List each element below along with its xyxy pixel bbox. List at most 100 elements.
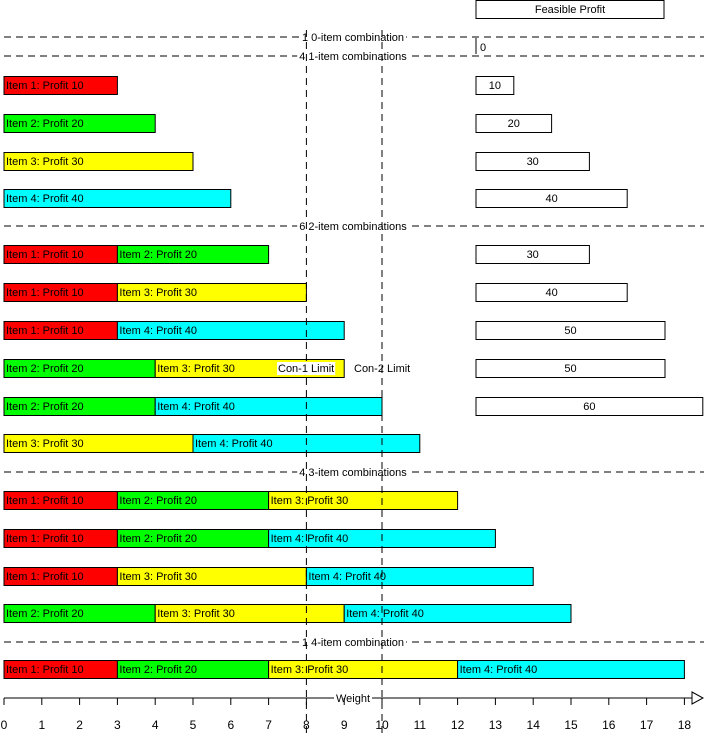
- bar-segment-item4: [457, 660, 685, 679]
- weight-axis-tick-label: 12: [451, 718, 465, 732]
- section-label-background: [299, 636, 407, 648]
- constraint-limits: Con-1 Limit Con-2 Limit: [277, 30, 410, 735]
- weight-axis-tick-label: 2: [76, 718, 83, 732]
- bar-segment-item1: [3, 76, 118, 95]
- weight-axis-tick-label: 1: [38, 718, 45, 732]
- bar-segment-label: Item 2: Profit 20: [6, 401, 84, 413]
- weight-axis-arrowhead: [691, 691, 704, 705]
- weight-axis-label-background: [333, 692, 373, 704]
- feasible-profit-value: 10: [489, 80, 501, 92]
- bar-segment-label: Item 2: Profit 20: [6, 118, 84, 130]
- feasible-profit-box: [475, 76, 515, 95]
- bar-segment-label: Item 2: Profit 20: [119, 495, 197, 507]
- bar-segment-label: Item 3: Profit 30: [157, 363, 235, 375]
- weight-axis-tick-label: 11: [414, 718, 427, 732]
- bar-segment-item4: [3, 189, 232, 208]
- feasible-profit-box: [475, 359, 666, 378]
- weight-axis-tick-label: 17: [640, 718, 654, 732]
- section-label-background: [299, 31, 407, 43]
- bar-segment-label: Item 4: Profit 40: [460, 664, 538, 676]
- feasible-profit-value: 50: [564, 325, 576, 337]
- bar-segment-label: Item 4: Profit 40: [346, 608, 424, 620]
- feasible-profit-value: 40: [545, 193, 557, 205]
- weight-axis-tick-label: 4: [152, 718, 159, 732]
- bar-segment-label: Item 4: Profit 40: [6, 193, 84, 205]
- bar-segment-label: Item 4: Profit 40: [308, 571, 386, 583]
- bar-segment-label: Item 2: Profit 20: [6, 363, 84, 375]
- bar-segment-label: Item 4: Profit 40: [271, 533, 349, 545]
- feasible-profit-box: [475, 321, 666, 340]
- bar-segment-label: Item 3: Profit 30: [119, 571, 197, 583]
- feasible-profit-value: 0: [480, 42, 486, 54]
- weight-axis-tick-label: 15: [564, 718, 578, 732]
- bar-segment-item3: [116, 283, 307, 302]
- section-label-background: [297, 466, 409, 478]
- feasible-profit-header-box: [475, 0, 665, 19]
- weight-axis-tick-label: 8: [303, 718, 310, 732]
- section-label: 4 3-item combinations: [299, 467, 407, 479]
- feasible-profit-header: Feasible Profit: [535, 4, 605, 16]
- bar-segment-label: Item 1: Profit 10: [6, 287, 84, 299]
- bar-segment-item4: [116, 321, 345, 340]
- bar-segment-label: Item 1: Profit 10: [6, 80, 84, 92]
- feasible-profit-value: 60: [583, 401, 595, 413]
- bar-segment-label: Item 2: Profit 20: [6, 608, 84, 620]
- weight-axis-tick-label: 7: [265, 718, 272, 732]
- bar-segment-label: Item 3: Profit 30: [271, 664, 349, 676]
- constraint-limit-label-background: [277, 362, 336, 375]
- weight-axis-tick-label: 14: [527, 718, 541, 732]
- weight-axis-tick-label: 5: [190, 718, 197, 732]
- feasible-profit-value: 20: [508, 118, 520, 130]
- weight-axis-tick-label: 10: [375, 718, 389, 732]
- bar-segment-label: Item 3: Profit 30: [6, 438, 84, 450]
- bar-segment-label: Item 3: Profit 30: [157, 608, 235, 620]
- weight-axis-tick-label: 6: [227, 718, 234, 732]
- weight-axis-tick-label: 18: [678, 718, 692, 732]
- bar-segment-label: Item 1: Profit 10: [6, 495, 84, 507]
- feasible-profit-box: [475, 114, 553, 133]
- feasible-profit-box: [475, 245, 590, 264]
- feasible-profit-value: 50: [564, 363, 576, 375]
- constraint-limit-label: Con-2 Limit: [354, 363, 410, 375]
- weight-axis-tick-label: 9: [341, 718, 348, 732]
- section-label: 1 4-item combination: [302, 637, 404, 649]
- bar-segment-label: Item 1: Profit 10: [6, 325, 84, 337]
- feasible-profit-value: 40: [545, 287, 557, 299]
- weight-axis-tick-label: 3: [114, 718, 121, 732]
- bar-segment-item2: [3, 114, 156, 133]
- bar-segment-label: Item 3: Profit 30: [271, 495, 349, 507]
- feasible-profit-box: [475, 189, 628, 208]
- bar-segment-label: Item 3: Profit 30: [6, 156, 84, 168]
- bar-segment-label: Item 4: Profit 40: [195, 438, 273, 450]
- feasible-profit-value: 30: [527, 249, 539, 261]
- bar-segment-label: Item 2: Profit 20: [119, 249, 197, 261]
- bar-segment-item3: [3, 152, 194, 171]
- feasible-profit-column: Feasible Profit 0 10 20 30 40 30 40 50 50 60: [475, 0, 704, 416]
- weight-axis-tick-label: 16: [602, 718, 616, 732]
- bar-segment-label: Item 1: Profit 10: [6, 249, 84, 261]
- bar-segment-item2: [116, 245, 270, 264]
- bar-segment-label: Item 1: Profit 10: [6, 664, 84, 676]
- weight-axis-label: Weight: [336, 693, 370, 705]
- section-label-background: [297, 50, 409, 62]
- bar-segment-label: Item 2: Profit 20: [119, 533, 197, 545]
- section-label: 4 1-item combinations: [299, 51, 407, 63]
- section-label-background: [297, 220, 409, 232]
- bar-segment-label: Item 3: Profit 30: [119, 287, 197, 299]
- feasible-profit-box: [475, 397, 704, 416]
- constraint-limit-label: Con-1 Limit: [278, 363, 334, 375]
- bar-segment-item4: [343, 604, 572, 623]
- bar-segment-item3: [268, 491, 459, 510]
- bar-segment-label: Item 1: Profit 10: [6, 533, 84, 545]
- bar-segment-label: Item 4: Profit 40: [119, 325, 197, 337]
- weight-axis-tick-label: 13: [489, 718, 503, 732]
- bar-segment-label: Item 2: Profit 20: [119, 664, 197, 676]
- weight-axis-tick-label: 0: [1, 718, 8, 732]
- section-label: 6 2-item combinations: [299, 221, 407, 233]
- bar-segment-label: Item 1: Profit 10: [6, 571, 84, 583]
- feasible-profit-box: [475, 283, 628, 302]
- feasible-profit-value: 30: [527, 156, 539, 168]
